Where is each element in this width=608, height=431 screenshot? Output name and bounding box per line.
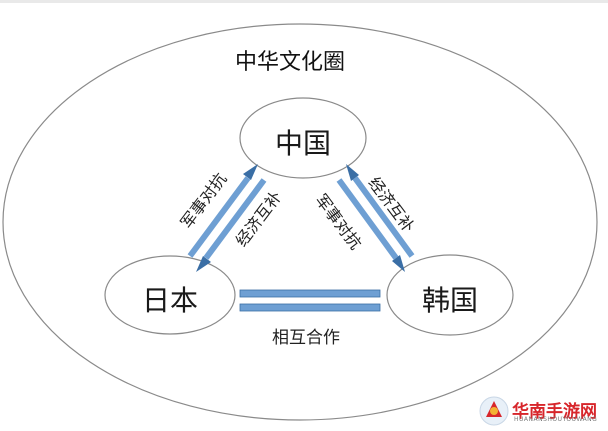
watermark-brand: 华南手游网 (512, 402, 597, 422)
edge-label-japan-korea: 相互合作 (272, 328, 340, 348)
arrow-korea-to-china (346, 164, 415, 258)
top-border (0, 0, 608, 3)
outer-title: 中华文化圈 (234, 50, 345, 75)
node-korea-label: 韩国 (421, 284, 478, 317)
node-china-label: 中国 (274, 127, 331, 160)
outer-ellipse (2, 23, 598, 421)
node-korea-ellipse (386, 254, 514, 336)
node-japan-label: 日本 (141, 284, 198, 317)
node-japan-ellipse (104, 255, 236, 335)
watermark-domain: HUANANSHOUYOUWANG (514, 416, 598, 423)
arrow-china-to-korea (336, 178, 405, 272)
cooperation-bars (239, 289, 381, 312)
watermark: 华南手游网 HUANANSHOUYOUWANG (474, 394, 606, 428)
arrow-japan-to-china (187, 164, 258, 258)
watermark-logo-icon (479, 396, 509, 426)
node-china-ellipse (239, 97, 367, 179)
arrow-china-to-japan (196, 178, 267, 272)
